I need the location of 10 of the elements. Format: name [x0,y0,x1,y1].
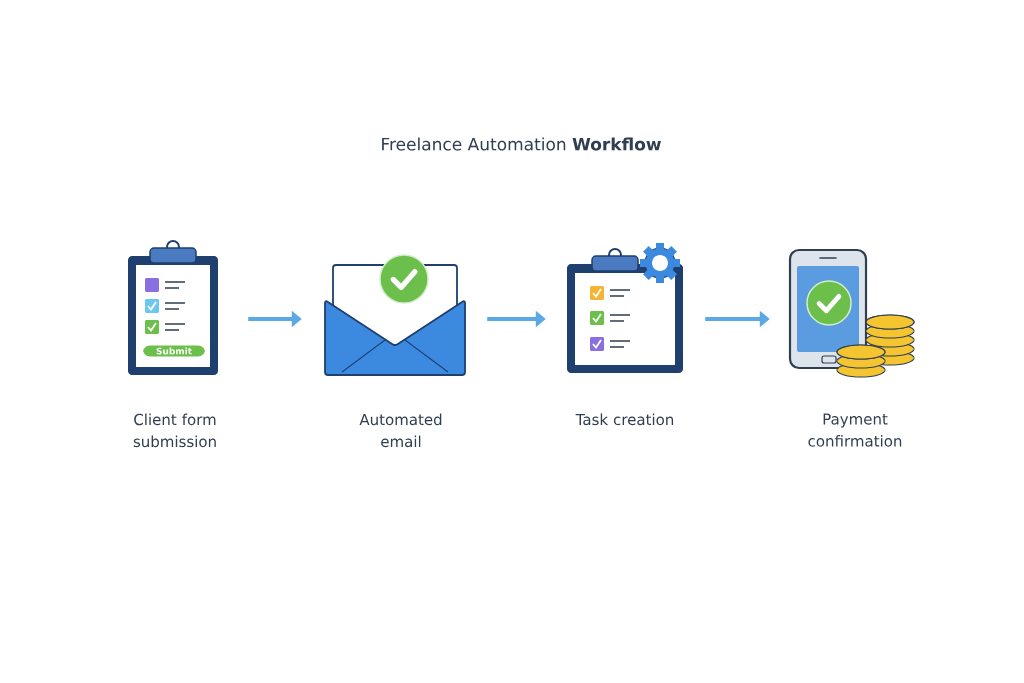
step-label: Client form submission [133,413,216,448]
picture [128,240,218,375]
picture [788,248,915,378]
step-label: Automated email [359,413,442,448]
step-label: Payment confirmation [808,413,902,447]
step-label: Task creation [575,413,674,426]
picture [567,243,683,373]
button-label: Submit [143,345,205,357]
picture [324,254,466,376]
title: Freelance Automation Workflow [382,137,661,151]
